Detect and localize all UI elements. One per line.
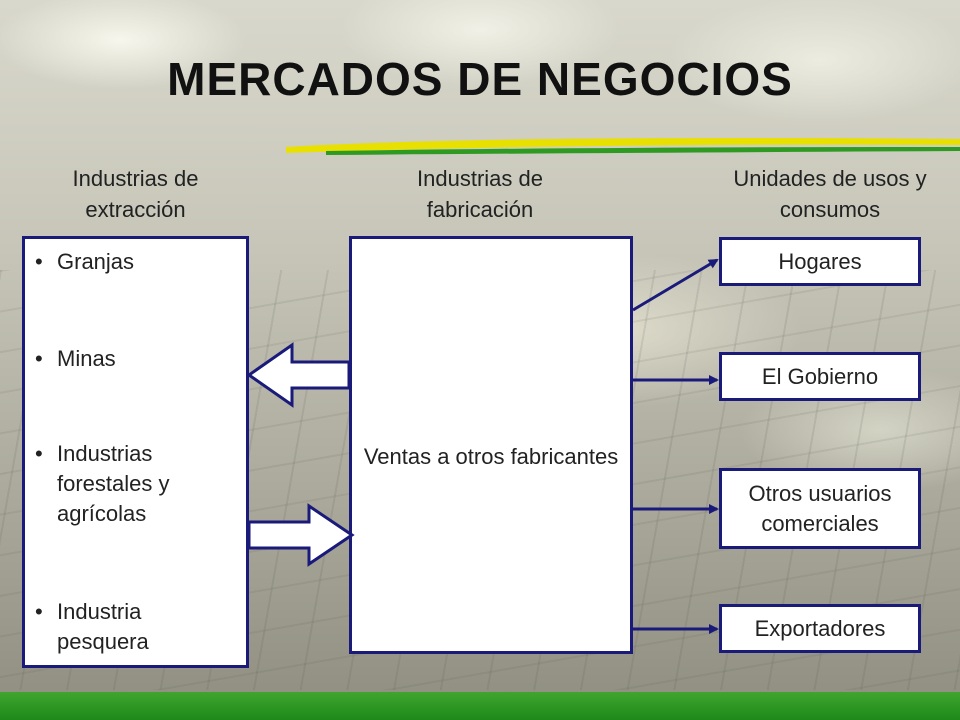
- manufacturing-box-label: Ventas a otros fabricantes: [363, 444, 619, 469]
- consumer-box-government: El Gobierno: [719, 352, 921, 401]
- consumer-box-business-users: Otros usuarios comerciales: [719, 468, 921, 549]
- manufacturing-box: Ventas a otros fabricantes: [349, 236, 633, 654]
- list-item-forestry: Industrias forestales y agrícolas: [35, 439, 217, 529]
- list-item-fishing: Industria pesquera: [35, 597, 197, 657]
- list-item-farms: Granjas: [35, 247, 134, 277]
- list-item-mines: Minas: [35, 344, 116, 374]
- extraction-box: Granjas Minas Industrias forestales y ag…: [22, 236, 249, 668]
- column-heading-extraction: Industrias de extracción: [72, 166, 199, 222]
- column-heading-consumers: Unidades de usos y consumos: [733, 166, 927, 222]
- page-title: MERCADOS DE NEGOCIOS: [167, 53, 793, 105]
- column-heading-manufacturing: Industrias de fabricación: [417, 166, 543, 222]
- title-underline: [286, 138, 960, 155]
- consumer-box-exporters: Exportadores: [719, 604, 921, 653]
- consumer-box-households: Hogares: [719, 237, 921, 286]
- footer-bar: [0, 692, 960, 720]
